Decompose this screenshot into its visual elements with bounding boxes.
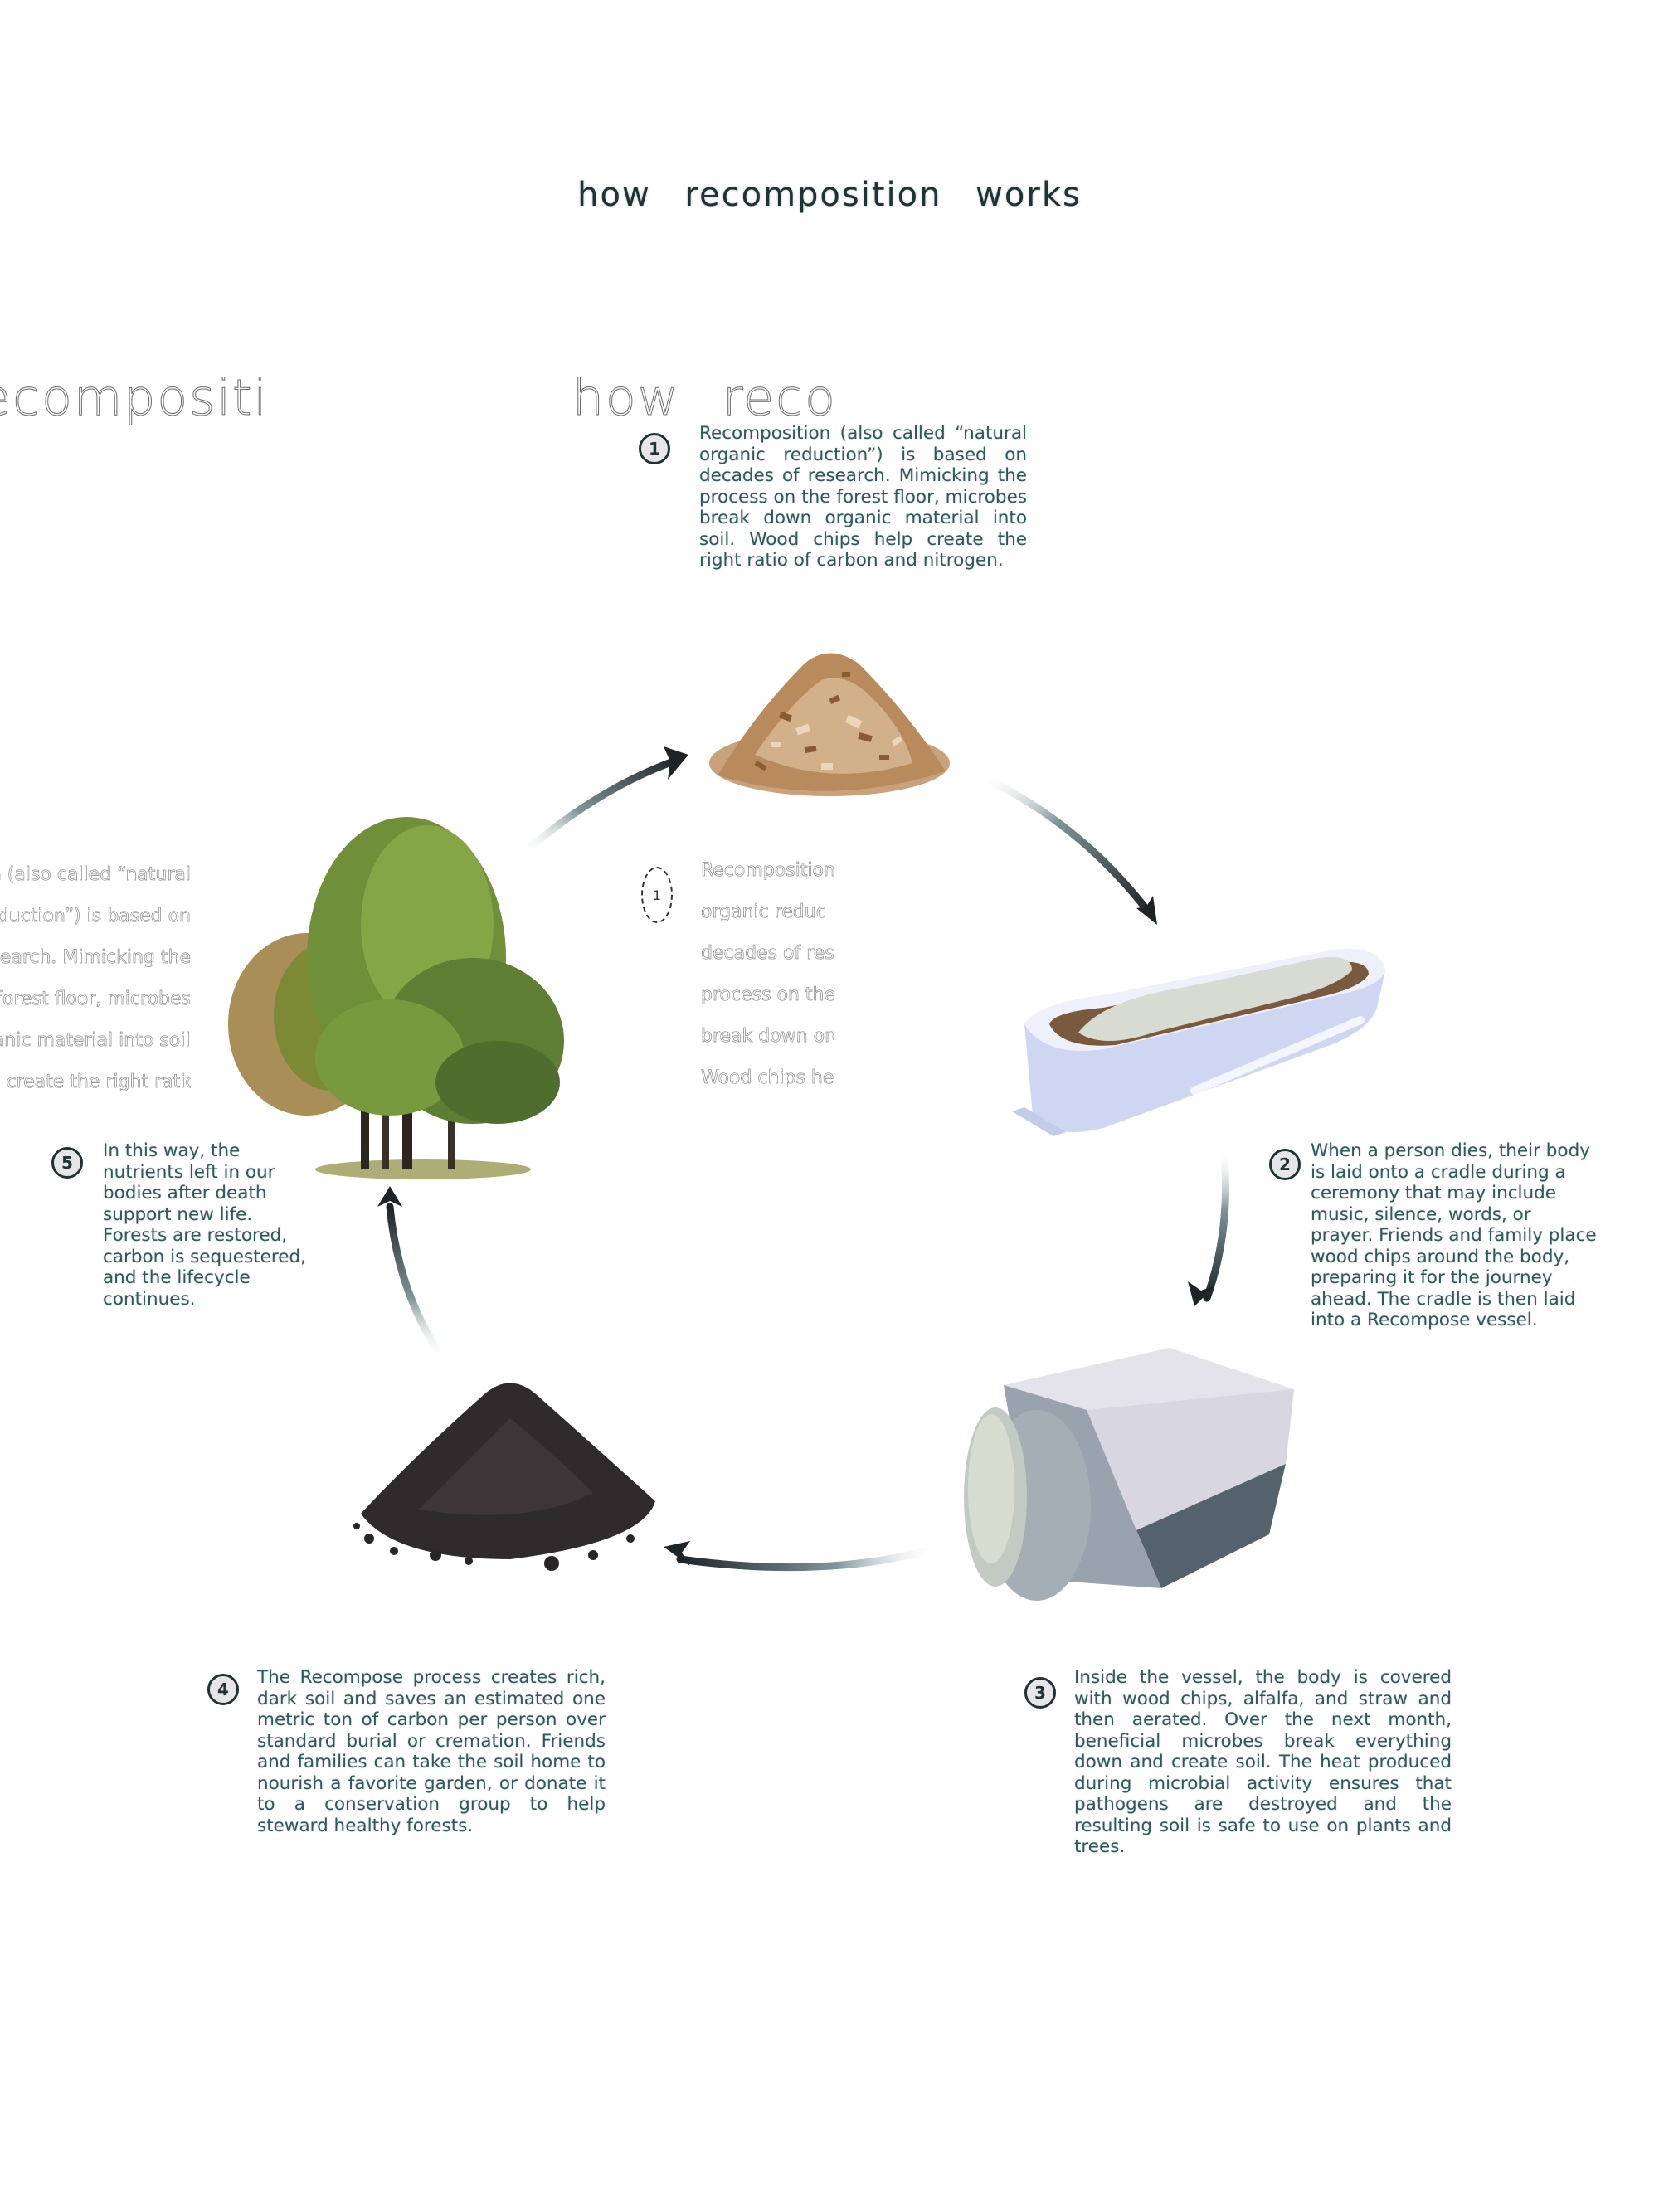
ghost-step-number: 1 [641, 867, 673, 923]
arrow-vessel-to-soil [664, 1541, 946, 1572]
trees-image [228, 817, 564, 1179]
step-description: Inside the vessel, the body is covered w… [1074, 1667, 1452, 1857]
step-number-badge: 3 [1024, 1677, 1056, 1709]
ghost-line: Recomposition (also called “natural [0, 864, 191, 886]
ghost-line: Recomposition [701, 860, 834, 882]
step-description: In this way, the nutrients left in our b… [103, 1140, 306, 1310]
step-description: When a person dies, their body is laid o… [1311, 1140, 1597, 1330]
step-number-badge: 1 [639, 433, 670, 464]
ghost-line: organic reduction”) is based on [0, 906, 191, 927]
ghost-line: decades of research. Mimicking the [0, 947, 191, 969]
ghost-line: process on the [701, 984, 834, 1006]
ghost-line: break down org [701, 1026, 834, 1048]
arrow-woodchips-to-cradle [975, 771, 1157, 925]
ghost-line: process on the forest floor, microbes [0, 989, 191, 1010]
step-number-badge: 5 [51, 1147, 83, 1179]
ghost-title-left: how recomposition works [0, 369, 261, 427]
ghost-title-center: how recomp [572, 369, 839, 427]
ghost-text-center: Recomposition organic reduc decades of r… [701, 850, 834, 1120]
ghost-line: organic reduc [701, 902, 826, 923]
step-number-badge: 4 [207, 1674, 239, 1705]
ghost-line: Wood chips hel [701, 1067, 834, 1089]
arrow-cradle-to-vessel [1188, 1145, 1229, 1306]
ghost-line: decades of res [701, 943, 834, 965]
wood-chips-image [709, 653, 950, 796]
page-title: how recomposition works [577, 176, 1082, 214]
ghost-line: break down organic material into soil. [0, 1030, 191, 1052]
arrow-soil-to-trees [377, 1186, 448, 1364]
ghost-text-left: Recomposition (also called “natural orga… [0, 854, 191, 1103]
step-number-badge: 2 [1269, 1149, 1301, 1180]
cradle-image [1012, 949, 1385, 1136]
step-description: Recomposition (also called “natural orga… [699, 423, 1027, 571]
step-description: The Recompose process creates rich, dark… [257, 1667, 606, 1836]
soil-pile-image [353, 1383, 655, 1571]
ghost-line: Wood chips help create the right ratio [0, 1072, 191, 1093]
recompose-vessel-image [964, 1348, 1294, 1601]
